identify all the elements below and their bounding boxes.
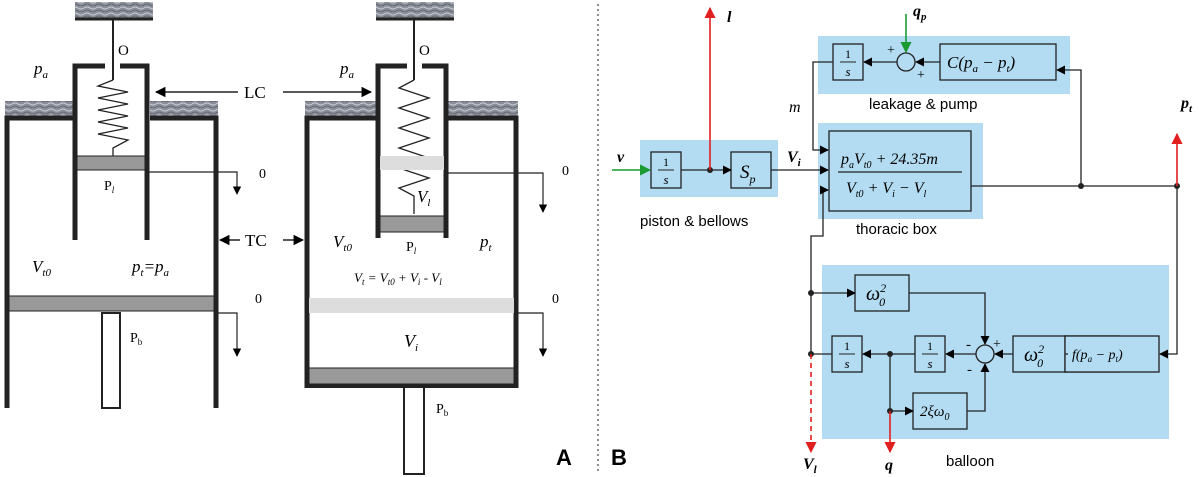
label-vt-equation: Vt = Vt0 + Vi - Vl <box>354 270 442 287</box>
label-pb-left: Pb <box>130 331 143 347</box>
thoracic-numerator: paVt0 + 24.35m <box>840 151 938 171</box>
ceiling-stone-right-mid2 <box>448 101 518 116</box>
spring-left-icon <box>95 79 130 156</box>
ceiling-stone-left-mid1 <box>5 101 75 116</box>
label-o-right: O <box>419 43 430 59</box>
ghost-piston-right-upper <box>380 156 444 170</box>
sum-junction-balloon <box>975 344 995 364</box>
int-leak-num: 1 <box>845 47 851 61</box>
wire-pt-feedback-leak <box>1056 65 1082 186</box>
panel-a: O O pa pa LC TC 0 0 0 0 Pl Pl Pb Pb Vt0 … <box>4 2 572 475</box>
ceiling-stone-right-top <box>376 2 454 18</box>
panel-a-letter: A <box>556 445 572 470</box>
right-chamber <box>304 63 519 388</box>
block-sp <box>730 151 772 189</box>
label-pl-left: Pl <box>104 179 115 195</box>
thoracic-denominator: Vt0 + Vi − Vl <box>846 180 927 200</box>
piston-right-upper <box>379 215 445 233</box>
label-vi: Vi <box>404 331 418 354</box>
label-vt0-left: Vt0 <box>32 257 51 279</box>
block-leak-function <box>939 43 1057 81</box>
wire-pt-to-balloon <box>1159 186 1178 359</box>
label-pl-right: Pl <box>406 240 417 256</box>
sign-balloon-left: - <box>966 337 971 353</box>
caption-leakage-pump: leakage & pump <box>869 96 977 113</box>
int-balloon1-den: s <box>844 356 849 371</box>
input-v-label: v <box>617 149 625 166</box>
label-tc: TC <box>245 231 267 250</box>
piston-rod-right <box>403 385 425 475</box>
ref-line-3 <box>444 172 548 213</box>
sp-label: Sp <box>740 162 756 186</box>
label-lc: LC <box>244 83 266 102</box>
label-o-left: O <box>118 43 129 59</box>
int-piston-den: s <box>663 172 668 187</box>
piston-rod-left <box>101 312 121 409</box>
sign-leak-right: + <box>917 68 925 83</box>
panel-b-letter: B <box>611 445 627 470</box>
output-q-label: q <box>885 457 893 474</box>
ceiling-stone-left-mid2 <box>150 101 218 116</box>
piston-right-lower <box>308 367 515 385</box>
int-leak-den: s <box>845 64 850 79</box>
left-chamber <box>4 63 219 408</box>
label-zero-1: 0 <box>259 167 266 182</box>
block-thoracic <box>828 130 972 212</box>
block-integrator-leak <box>832 43 864 81</box>
piston-left-upper <box>76 155 146 171</box>
label-pa-right: pa <box>339 59 355 81</box>
ref-line-1 <box>145 171 242 195</box>
ref-line-4 <box>514 312 548 357</box>
label-zero-3: 0 <box>562 164 569 179</box>
ceiling-stone-left-top <box>75 2 153 18</box>
label-zero-2: 0 <box>255 292 262 307</box>
caption-piston-bellows: piston & bellows <box>640 213 748 230</box>
panel-b: 1 s 1 s 1 s 1 s Sp C(pa − pt) paVt0 + 24… <box>611 3 1193 476</box>
int-balloon2-num: 1 <box>927 339 933 353</box>
output-l-label: l <box>727 9 732 26</box>
output-vl-label: Vl <box>803 456 818 476</box>
wire-omega-top-out <box>909 292 990 345</box>
label-vt0-right: Vt0 <box>333 232 352 254</box>
ceiling-stone-right-mid1 <box>305 101 377 116</box>
block-balloon-function-frame <box>1064 335 1160 373</box>
sign-leak-top: + <box>887 43 895 58</box>
label-pt-right: pt <box>479 232 493 254</box>
signal-m-label: m <box>789 99 801 116</box>
caption-thoracic-box: thoracic box <box>856 221 937 238</box>
sign-balloon-bottom: - <box>967 362 972 378</box>
wire-damp-out <box>967 363 990 412</box>
signal-vi-label: Vi <box>787 149 802 169</box>
ghost-piston-right-lower <box>309 298 514 313</box>
sign-balloon-top: + <box>993 337 1001 352</box>
wire-vl-feedback <box>810 185 829 354</box>
int-balloon2-den: s <box>927 356 932 371</box>
label-pt-eq-pa: pt=pa <box>131 257 170 279</box>
label-pb-right: Pb <box>436 402 449 418</box>
block-omega-right <box>1012 335 1068 373</box>
wire-m <box>812 61 833 155</box>
int-piston-num: 1 <box>663 155 669 169</box>
damping-label: 2ξω0 <box>920 404 950 423</box>
piston-left-lower <box>8 295 215 312</box>
leak-function-label: C(pa − pt) <box>947 53 1016 75</box>
label-zero-4: 0 <box>552 292 559 307</box>
int-balloon1-num: 1 <box>844 339 850 353</box>
balloon-function-label: f(pa − pt) <box>1072 348 1123 364</box>
label-pa-left: pa <box>33 59 49 81</box>
output-pt-label: pt <box>1179 95 1193 115</box>
ref-line-2 <box>214 312 242 357</box>
caption-balloon: balloon <box>946 453 994 470</box>
label-vl: Vl <box>417 187 430 209</box>
input-qp-label: qp <box>913 3 927 23</box>
spring-right-icon <box>396 79 432 214</box>
block-damping <box>912 392 968 430</box>
sum-junction-leak <box>896 52 916 72</box>
